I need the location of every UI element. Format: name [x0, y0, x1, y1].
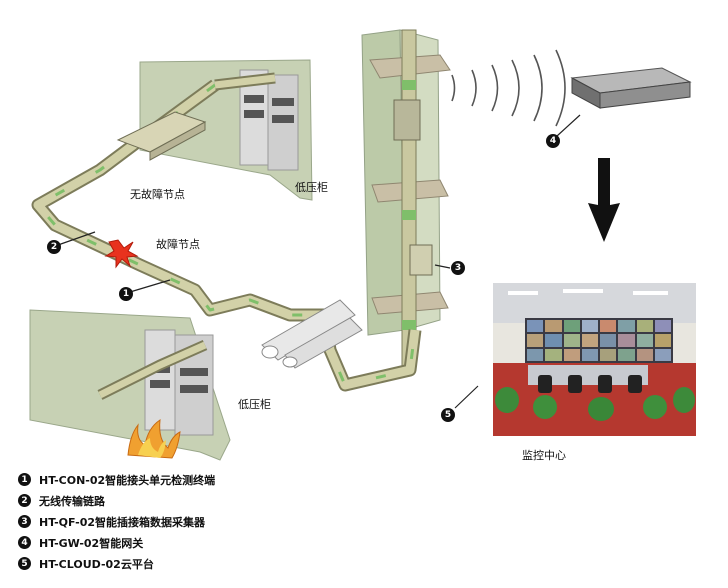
plant-icon — [495, 387, 519, 413]
label-low-voltage-cabinet-bottom: 低压柜 — [238, 398, 271, 411]
cabinet-lower-icon — [144, 329, 214, 436]
legend-text: HT-CON-02智能接头单元检测终端 — [39, 473, 216, 487]
callout-4: 4 — [546, 134, 560, 148]
plant-icon — [673, 387, 695, 413]
legend-number: 5 — [18, 557, 31, 570]
fire-icon — [127, 418, 181, 459]
busway-run — [31, 79, 422, 392]
pipes-icon — [261, 299, 363, 369]
legend-number: 2 — [18, 494, 31, 507]
legend-item: 3 HT-QF-02智能插接箱数据采集器 — [18, 511, 215, 532]
callout-1: 1 — [119, 287, 133, 301]
plug-box-top — [393, 99, 421, 141]
wireless-signal-icon — [451, 49, 566, 127]
legend-item: 2 无线传输链路 — [18, 490, 215, 511]
fault-burst-icon — [104, 239, 139, 269]
legend-item: 4 HT-GW-02智能网关 — [18, 532, 215, 553]
plant-icon — [533, 395, 557, 419]
legend-item: 5 HT-CLOUD-02云平台 — [18, 553, 215, 574]
legend-text: HT-QF-02智能插接箱数据采集器 — [39, 515, 206, 529]
legend-text: HT-GW-02智能网关 — [39, 536, 144, 550]
legend-number: 3 — [18, 515, 31, 528]
callout-leaders — [57, 114, 581, 409]
label-fault-node: 故障节点 — [156, 238, 200, 251]
plant-icon — [588, 397, 614, 421]
monitoring-center-photo — [493, 283, 696, 436]
legend-text: HT-CLOUD-02云平台 — [39, 557, 154, 571]
legend-text: 无线传输链路 — [39, 494, 105, 508]
plug-box-middle — [409, 244, 433, 276]
callout-3: 3 — [451, 261, 465, 275]
callout-2: 2 — [47, 240, 61, 254]
legend-item: 1 HT-CON-02智能接头单元检测终端 — [18, 469, 215, 490]
plant-icon — [643, 395, 667, 419]
legend-number: 4 — [18, 536, 31, 549]
callout-5: 5 — [441, 408, 455, 422]
legend-number: 1 — [18, 473, 31, 486]
label-low-voltage-cabinet-top: 低压柜 — [295, 181, 328, 194]
arrow-down-icon — [588, 158, 620, 242]
video-wall — [525, 318, 673, 363]
label-no-fault-node: 无故障节点 — [130, 188, 185, 201]
legend: 1 HT-CON-02智能接头单元检测终端 2 无线传输链路 3 HT-QF-0… — [18, 469, 215, 574]
console-desk — [528, 365, 648, 385]
gateway-box-icon — [570, 67, 692, 109]
label-monitoring-center: 监控中心 — [522, 449, 566, 462]
